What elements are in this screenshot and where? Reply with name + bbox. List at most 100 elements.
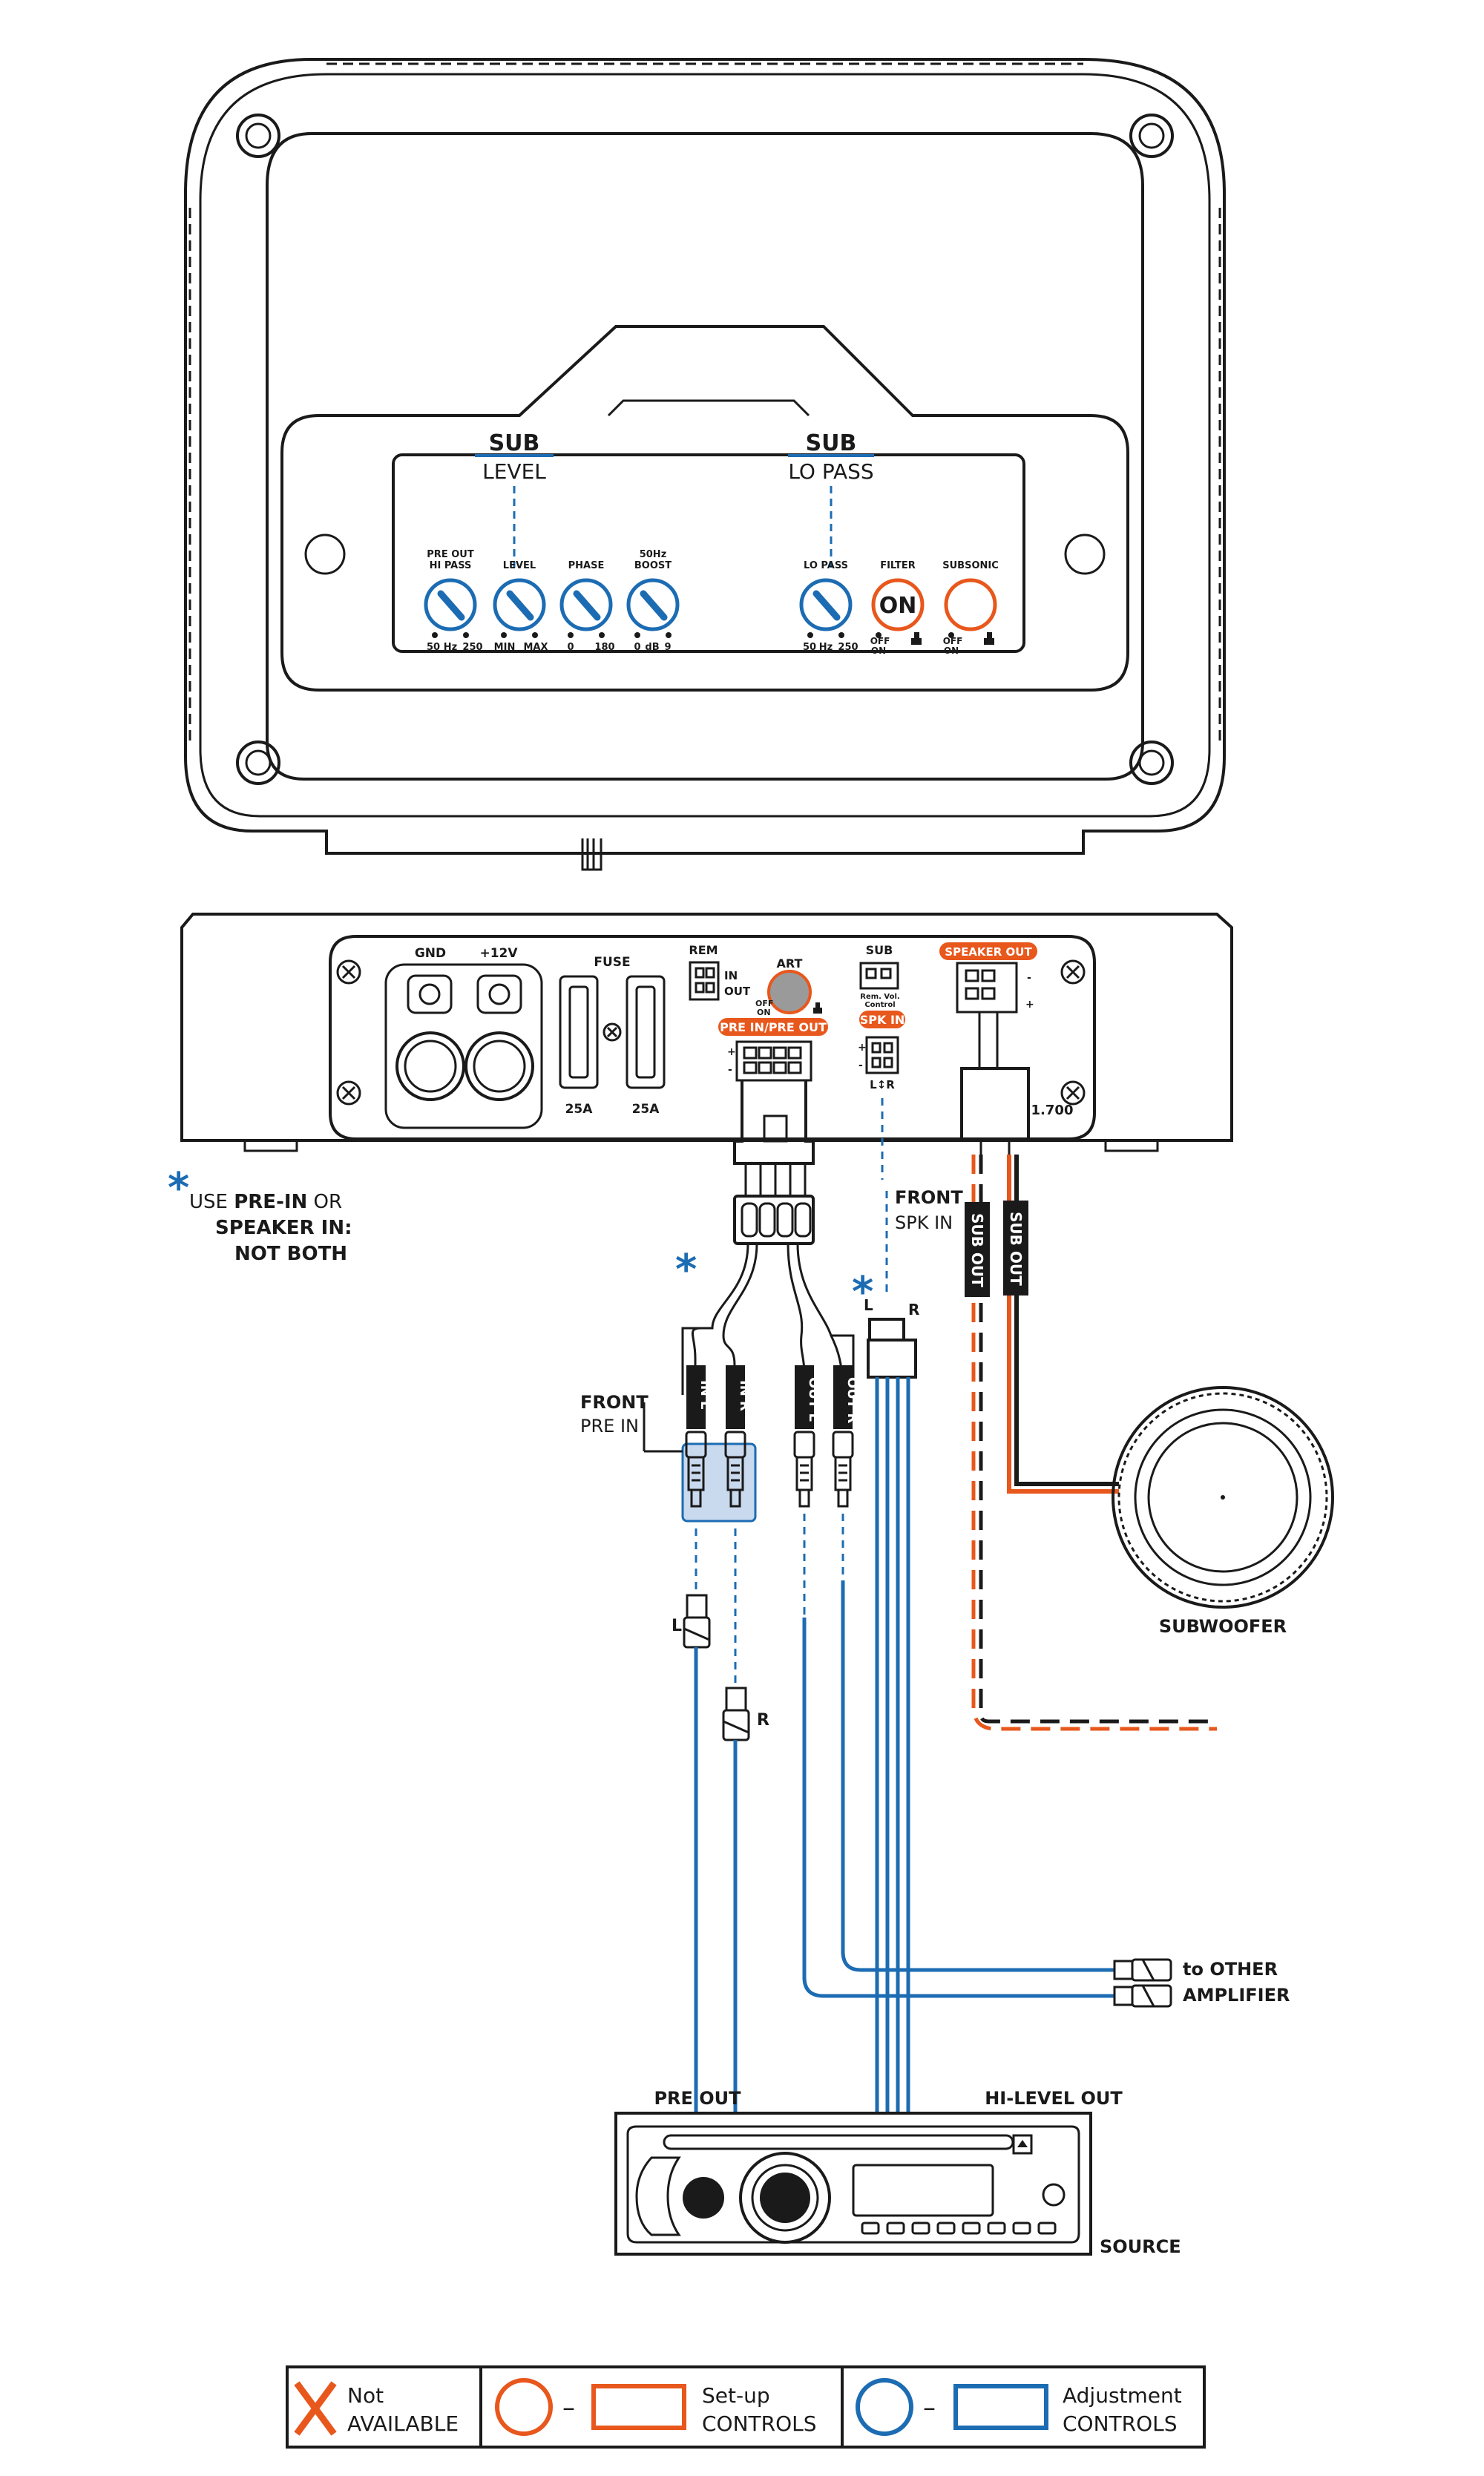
svg-text:SPEAKER IN:: SPEAKER IN: — [215, 1217, 352, 1239]
svg-text:Hz: Hz — [819, 642, 833, 653]
svg-text:SUB OUT: SUB OUT — [968, 1213, 986, 1287]
front-pre-in-title: FRONT — [580, 1392, 649, 1413]
screw-icon — [603, 1022, 622, 1042]
volume-knob-icon[interactable] — [683, 2152, 831, 2244]
screw-icon — [1060, 1080, 1086, 1106]
power-button-icon[interactable] — [1042, 2183, 1066, 2207]
pre-in-pre-out-label: PRE IN/PRE OUT — [720, 1020, 827, 1034]
knob-label: PHASE — [568, 560, 605, 571]
speaker-input-connector[interactable] — [865, 1036, 899, 1074]
svg-text:9: 9 — [664, 642, 671, 653]
subsonic-switch[interactable]: SUBSONIC OFF ON — [942, 560, 999, 656]
speaker-out-label: SPEAKER OUT — [945, 945, 1032, 959]
svg-text:R: R — [908, 1301, 919, 1319]
power-terminal[interactable] — [464, 974, 534, 1101]
pre-out-hi-pass-knob[interactable]: PRE OUT HI PASS 50 Hz 250 — [424, 549, 483, 653]
rem-connector[interactable] — [689, 961, 720, 1001]
svg-text:25A: 25A — [632, 1102, 660, 1117]
svg-text:OUT: OUT — [724, 985, 751, 998]
svg-text:-: - — [858, 1060, 863, 1071]
svg-text:-: - — [728, 1064, 732, 1076]
plus12v-label: +12V — [479, 946, 518, 961]
lo-pass-knob[interactable]: LO PASS 50 Hz 250 — [799, 560, 858, 653]
knob-label: LEVEL — [503, 560, 536, 571]
knob-label: SUBSONIC — [942, 560, 999, 571]
knob-label: FILTER — [880, 560, 916, 571]
not-available-icon — [294, 2381, 337, 2436]
svg-text:MIN: MIN — [494, 642, 516, 653]
screw-hole-icon — [236, 740, 280, 785]
screw-icon — [336, 959, 361, 985]
svg-text:OFF: OFF — [943, 636, 963, 646]
fuse-label: FUSE — [594, 955, 630, 970]
art-switch[interactable] — [767, 970, 812, 1014]
usage-note: * USE PRE-IN OR SPEAKER IN: NOT BOTH — [168, 1164, 352, 1265]
plug-left-label: L — [672, 1617, 682, 1635]
speaker-out-badge — [939, 942, 1037, 960]
amplifier-top-view: SUB LEVEL SUB LO PASS PRE OUT HI PASS 50… — [184, 58, 1226, 871]
asterisk-icon: * — [852, 1268, 873, 1316]
speaker-input-plug — [867, 1318, 917, 1379]
svg-text:Control: Control — [864, 1001, 895, 1009]
rca-output-right[interactable] — [832, 1431, 854, 1508]
sub-remote-label: SUB — [866, 943, 893, 957]
amplifier-side-view: GND +12V FUSE 25A 25A REM — [180, 913, 1233, 1152]
knob-label: 50Hz — [640, 549, 667, 560]
sub-lopass-title: SUB — [806, 430, 857, 456]
fuse-slot[interactable]: 25A — [626, 975, 666, 1117]
front-spk-in-title: FRONT — [895, 1187, 963, 1208]
plug-right-label: R — [757, 1711, 769, 1730]
sub-lopass-subtitle: LO PASS — [788, 459, 873, 484]
source-head-unit: PRE OUT HI-LEVEL OUT SOURCE — [614, 2088, 1181, 2257]
pre-in-pre-out-connector[interactable] — [735, 1040, 812, 1082]
spk-in-badge — [859, 1011, 905, 1028]
filter-switch[interactable]: FILTER ON OFF ON — [870, 560, 925, 656]
svg-text:Adjustment: Adjustment — [1063, 2383, 1182, 2408]
bass-boost-knob[interactable]: 50Hz BOOST 0 dB 9 — [626, 549, 680, 653]
screw-icon — [1060, 959, 1086, 985]
svg-text:25A: 25A — [565, 1102, 594, 1117]
screw-hole-icon — [236, 114, 280, 158]
model-label: 1.700 — [1031, 1103, 1074, 1118]
remote-volume-connector[interactable] — [859, 962, 899, 990]
svg-text:50: 50 — [427, 642, 440, 653]
svg-text:0: 0 — [634, 642, 640, 653]
svg-text:+: + — [1025, 999, 1034, 1011]
svg-text:Set-up: Set-up — [702, 2383, 770, 2408]
eject-icon[interactable] — [1012, 2134, 1033, 2155]
rca-plug-right — [722, 1687, 750, 1741]
gnd-terminal[interactable] — [395, 974, 465, 1101]
legend: Not AVAILABLE – Set-up CONTROLS – Adjust… — [286, 2365, 1206, 2449]
svg-text:OUT L: OUT L — [806, 1377, 821, 1422]
svg-text:50: 50 — [803, 642, 816, 653]
speaker-output-connector[interactable] — [956, 962, 1018, 1014]
fuse-slot[interactable]: 25A — [559, 975, 599, 1117]
svg-text:AVAILABLE: AVAILABLE — [347, 2411, 459, 2436]
adjustment-circle-icon — [856, 2378, 913, 2436]
svg-text:180: 180 — [594, 642, 614, 653]
setup-rect-icon — [591, 2384, 686, 2430]
phase-knob[interactable]: PHASE 0 180 — [559, 560, 615, 653]
filter-switch-value: ON — [879, 593, 917, 619]
rca-output-left[interactable] — [793, 1431, 815, 1508]
switch-position-icon — [911, 632, 922, 645]
svg-text:Rem. Vol.: Rem. Vol. — [860, 993, 899, 1001]
knob-label: BOOST — [634, 560, 672, 571]
pre-out-label: PRE OUT — [654, 2088, 741, 2109]
svg-text:ON: ON — [871, 646, 886, 656]
svg-text:+: + — [858, 1042, 867, 1054]
screw-icon — [336, 1080, 361, 1106]
preset-buttons[interactable] — [861, 2221, 1057, 2235]
svg-text:CONTROLS: CONTROLS — [1063, 2411, 1178, 2436]
svg-text:IN R: IN R — [737, 1380, 752, 1411]
rca-input-right[interactable] — [724, 1431, 746, 1508]
svg-text:ON: ON — [944, 646, 959, 656]
rca-input-left[interactable] — [685, 1431, 707, 1508]
svg-text:OFF: OFF — [755, 999, 773, 1008]
svg-text:250: 250 — [462, 642, 482, 653]
svg-text:CONTROLS: CONTROLS — [702, 2411, 817, 2436]
screw-hole-icon — [304, 533, 346, 575]
level-knob[interactable]: LEVEL MIN MAX — [493, 560, 548, 653]
front-pre-in-subtitle: PRE IN — [580, 1416, 639, 1436]
